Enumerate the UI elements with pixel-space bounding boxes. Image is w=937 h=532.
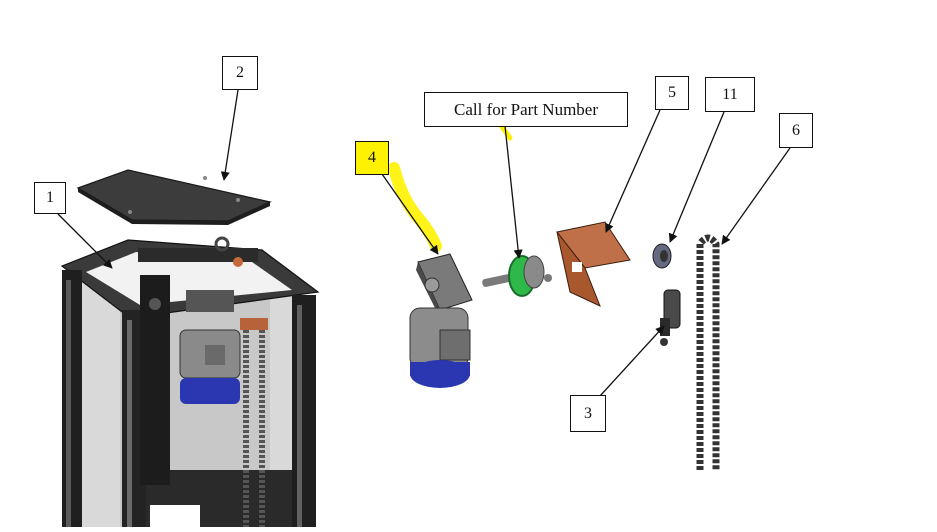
column-frame-part bbox=[60, 236, 320, 527]
callout-call-for-part-number: Call for Part Number bbox=[424, 92, 628, 127]
leader-line-3 bbox=[599, 325, 665, 397]
leader-lines bbox=[57, 89, 791, 397]
sprocket-part bbox=[482, 255, 552, 297]
callout-6: 6 bbox=[779, 113, 813, 148]
highlight-stroke bbox=[388, 162, 442, 252]
leader-line-call bbox=[504, 125, 523, 259]
bracket-part bbox=[556, 221, 631, 307]
callout-5: 5 bbox=[655, 76, 689, 110]
callout-1: 1 bbox=[34, 182, 66, 214]
limit-switch-part bbox=[660, 289, 681, 346]
leader-line-4 bbox=[381, 173, 439, 255]
gear-motor-part bbox=[409, 253, 473, 388]
leader-line-11 bbox=[668, 111, 725, 243]
nut-part bbox=[652, 243, 672, 269]
callout-4: 4 bbox=[355, 141, 389, 175]
callout-11: 11 bbox=[705, 77, 755, 112]
leader-line-2 bbox=[220, 89, 239, 181]
leader-line-1 bbox=[57, 213, 113, 269]
chain-part bbox=[696, 234, 720, 470]
callout-2: 2 bbox=[222, 56, 258, 90]
leader-line-6 bbox=[721, 147, 791, 245]
leader-line-5 bbox=[605, 109, 661, 233]
cover-plate-part bbox=[76, 169, 272, 225]
callout-3: 3 bbox=[570, 395, 606, 432]
